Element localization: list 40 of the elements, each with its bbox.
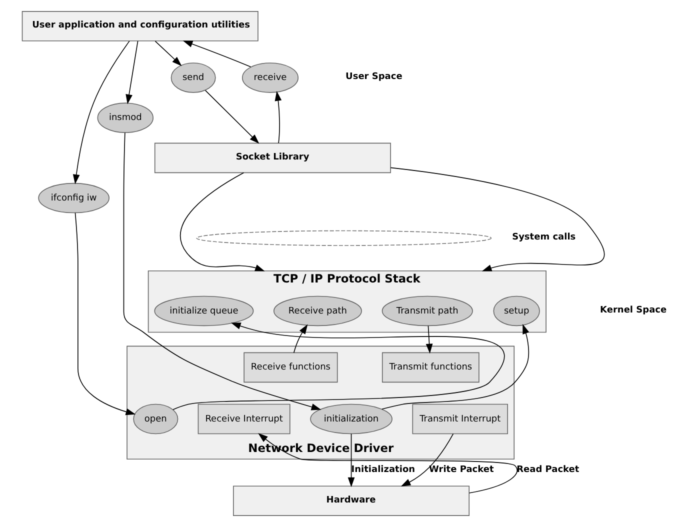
node-ellipse: insmod xyxy=(96,102,153,133)
node-ellipse: open xyxy=(132,404,178,434)
node-box: Hardware xyxy=(232,486,470,516)
node-label: System calls xyxy=(512,232,576,243)
node-box: Socket Library xyxy=(154,142,390,174)
node-ellipse: setup xyxy=(492,296,540,326)
node-ellipse: initialize queue xyxy=(154,296,254,326)
arrow xyxy=(258,433,518,494)
node-box: Transmit Interrupt xyxy=(412,404,508,434)
node-box: Receive functions xyxy=(243,352,338,383)
node-box: Transmit functions xyxy=(381,352,479,383)
arrow xyxy=(425,326,432,354)
arrow xyxy=(154,40,182,66)
edge-label: Read Packet xyxy=(516,465,579,476)
arrow xyxy=(172,322,504,410)
arrow xyxy=(72,40,130,184)
node-ellipse: ifconfig iw xyxy=(38,182,109,214)
arrow xyxy=(400,433,454,487)
arrow xyxy=(125,40,138,104)
arrow xyxy=(204,90,259,144)
node-ellipse: Receive path xyxy=(272,296,362,326)
node-ellipse: Transmit path xyxy=(381,296,472,326)
node-box: Receive Interrupt xyxy=(197,404,290,434)
node-box: User application and configuration utilities xyxy=(21,11,258,42)
arrow xyxy=(390,167,604,272)
label: Kernel Space xyxy=(600,305,666,316)
arrow xyxy=(381,324,529,410)
node-ellipse: send xyxy=(170,62,216,93)
arrow xyxy=(292,324,308,354)
node-ellipse: receive xyxy=(241,62,298,93)
edge-label: Write Packet xyxy=(428,465,494,476)
arrow xyxy=(274,91,282,144)
node-ellipse xyxy=(196,230,492,246)
label: User Space xyxy=(345,72,402,82)
edge-label: Initialization xyxy=(350,465,415,476)
arrow xyxy=(182,40,251,68)
arrow xyxy=(180,172,264,272)
arrow xyxy=(122,132,321,410)
arrow xyxy=(347,433,354,488)
arrow xyxy=(74,212,136,416)
